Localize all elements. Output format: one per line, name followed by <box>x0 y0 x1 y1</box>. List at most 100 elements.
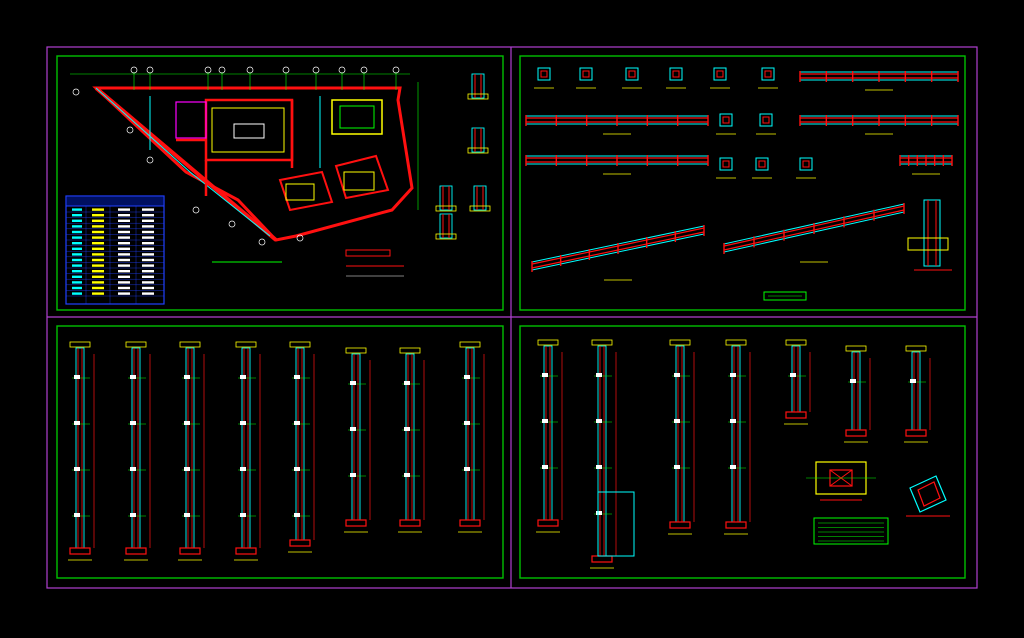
table-cell-mark <box>118 270 130 273</box>
section-outline <box>713 67 727 81</box>
table-cell-mark <box>142 270 154 273</box>
column-level-mark <box>674 465 680 469</box>
table-cell-mark <box>72 253 82 256</box>
column-level-mark <box>596 373 602 377</box>
detail-outline <box>471 127 485 153</box>
column-outline <box>791 345 801 413</box>
plan-room-d <box>278 170 334 212</box>
plan-room-c <box>175 101 207 139</box>
grid-bubble <box>126 126 134 134</box>
column-outline <box>405 353 415 521</box>
column-level-mark <box>240 375 246 379</box>
column-footing <box>289 539 311 547</box>
table-cell-mark <box>92 242 104 245</box>
column-level-mark <box>240 467 246 471</box>
column-outline <box>851 351 861 431</box>
wall-base-outline <box>597 491 635 557</box>
column-level-mark <box>596 511 602 515</box>
beam-cross-sections <box>534 67 816 179</box>
grid-bubble <box>312 66 320 74</box>
table-cell-mark <box>72 275 82 278</box>
table-cell-mark <box>72 258 82 262</box>
plan-room-a-core <box>233 123 265 139</box>
section-stirrup <box>802 160 810 168</box>
table-cell-mark <box>118 208 130 211</box>
table-cell-mark <box>92 208 104 211</box>
detail-outline <box>473 185 487 211</box>
beam-elevation <box>799 115 959 135</box>
column-level-mark <box>404 381 410 385</box>
column-level-mark <box>130 513 136 517</box>
section-stirrup <box>628 70 636 78</box>
plan-room-e <box>334 154 390 200</box>
plan-diagonal-wall <box>94 86 278 242</box>
section-stirrup <box>672 70 680 78</box>
column-outline <box>731 345 741 523</box>
grid-bubble <box>192 206 200 214</box>
table-cell-mark <box>142 281 154 284</box>
grid-bubble <box>296 234 304 242</box>
column-level-mark <box>850 379 856 383</box>
table-cell-mark <box>142 292 154 295</box>
table-cell-mark <box>118 247 130 250</box>
section-outline <box>669 67 683 81</box>
joint-core <box>917 481 941 507</box>
column-level-mark <box>464 421 470 425</box>
column-level-mark <box>674 373 680 377</box>
column-level-mark <box>130 375 136 379</box>
column-cap <box>69 341 91 348</box>
beam-elevation <box>525 155 709 175</box>
column-footing <box>905 429 927 437</box>
grid-bubble <box>338 66 346 74</box>
column-elevation <box>124 341 151 561</box>
table-cell-mark <box>72 219 82 222</box>
table-cell-mark <box>142 264 154 267</box>
section-outline <box>799 157 813 171</box>
column-outline <box>675 345 685 523</box>
column-footing <box>591 555 613 563</box>
column-elevation <box>288 341 315 553</box>
panel-frame-top-right <box>519 55 966 311</box>
beam-elevation-sloped <box>723 203 905 263</box>
grid-axis-markers-left <box>72 88 304 246</box>
grid-bubble <box>282 66 290 74</box>
table-cell-mark <box>72 208 82 211</box>
table-cell-mark <box>142 208 154 211</box>
section-stirrup <box>582 70 590 78</box>
column-joint-detail <box>906 475 950 517</box>
table-cell-mark <box>72 286 82 290</box>
column-level-mark <box>910 379 916 383</box>
table-cell-mark <box>118 281 130 284</box>
column-cap <box>235 341 257 348</box>
column-level-mark <box>730 465 736 469</box>
plan-room-a-inner <box>211 107 285 153</box>
column-footing <box>235 547 257 555</box>
column-level-mark <box>74 513 80 517</box>
column-cap <box>125 341 147 348</box>
detail-footing <box>435 233 457 240</box>
column-level-mark <box>730 373 736 377</box>
column-level-mark <box>74 421 80 425</box>
table-cell-mark <box>118 214 130 217</box>
column-elevation <box>844 345 871 443</box>
column-level-mark <box>542 373 548 377</box>
detail-footing <box>469 205 491 212</box>
column-level-mark <box>542 419 548 423</box>
table-cell-mark <box>92 236 104 239</box>
column-level-mark <box>74 375 80 379</box>
column-cap <box>179 341 201 348</box>
detail-footing <box>467 93 489 100</box>
section-stirrup <box>540 70 548 78</box>
table-cell-mark <box>142 219 154 222</box>
column-level-mark <box>790 373 796 377</box>
table-cell-mark <box>118 264 130 267</box>
beam-elevation-sloped <box>531 225 705 281</box>
table-cell-mark <box>118 253 130 256</box>
legend-block <box>763 291 807 301</box>
table-cell-mark <box>92 258 104 262</box>
column-level-mark <box>184 467 190 471</box>
detail-outline <box>471 73 485 99</box>
beam-details <box>525 71 959 281</box>
joint-outline <box>909 475 947 513</box>
grid-bubble <box>130 66 138 74</box>
